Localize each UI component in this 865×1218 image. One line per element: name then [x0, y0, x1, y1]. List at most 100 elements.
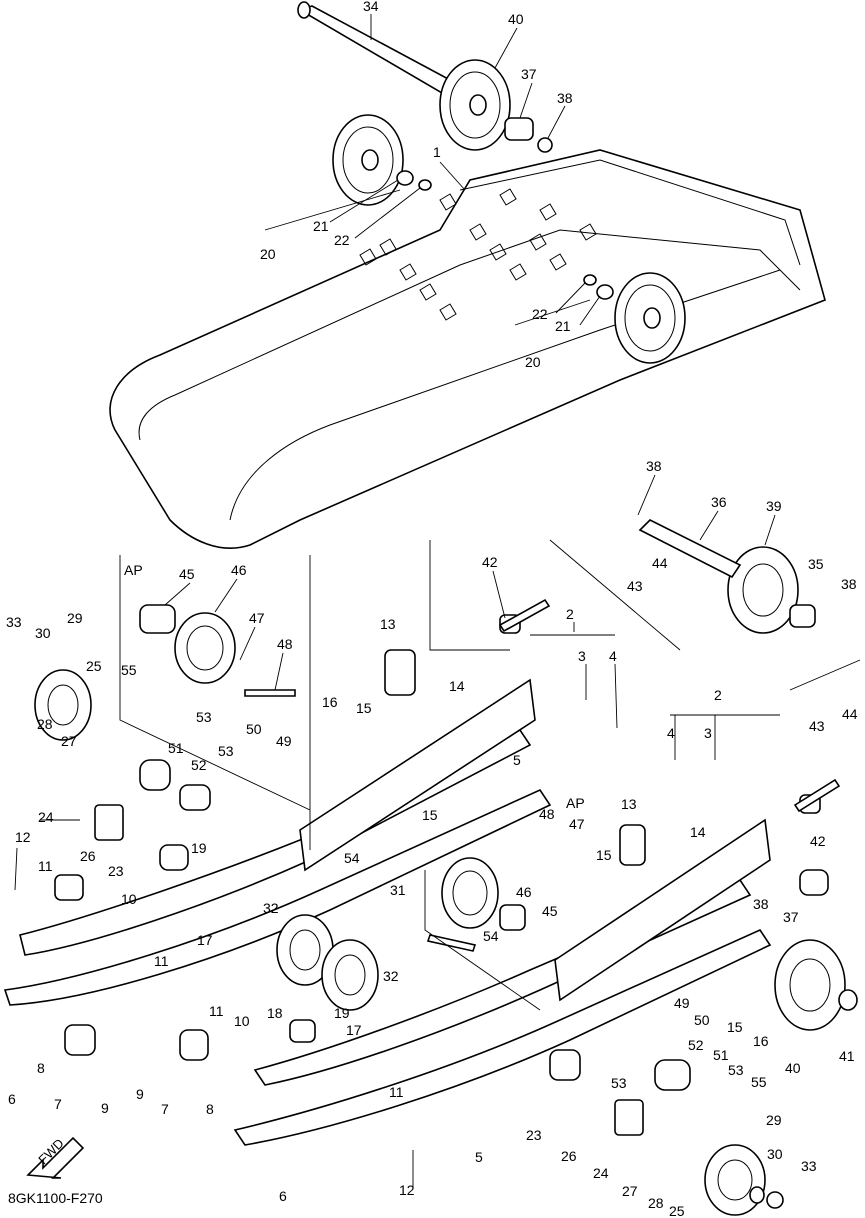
callout-38a: 38	[557, 90, 573, 106]
diagram-code: 8GK1100-F270	[8, 1190, 103, 1206]
spacer-45-left	[139, 604, 176, 634]
callout-1: 1	[433, 144, 441, 160]
callout-55b: 55	[751, 1074, 767, 1090]
callout-27b: 27	[622, 1183, 638, 1199]
callout-41: 41	[839, 1048, 855, 1064]
callout-4b: 4	[667, 725, 675, 741]
callout-7b: 7	[161, 1101, 169, 1117]
callout-53b: 53	[218, 743, 234, 759]
callout-6a: 6	[8, 1091, 16, 1107]
callout-2b: 2	[714, 687, 722, 703]
callout-29b: 29	[766, 1112, 782, 1128]
callout-13a: 13	[380, 616, 396, 632]
callout-53c: 53	[611, 1075, 627, 1091]
callout-37b: 37	[783, 909, 799, 925]
bearing-21-22	[396, 170, 614, 300]
sprocket-upper-left	[332, 114, 404, 206]
callout-20a: 20	[260, 246, 276, 262]
callout-21a: 21	[313, 218, 329, 234]
callout-52a: 52	[191, 757, 207, 773]
callout-22b: 22	[532, 306, 548, 322]
callout-51a: 51	[168, 740, 184, 756]
callout-13b: 13	[621, 796, 637, 812]
callout-25b: 25	[669, 1203, 685, 1218]
small-parts	[54, 598, 841, 1136]
callout-45b: 45	[542, 903, 558, 919]
wheels-18	[276, 914, 379, 1011]
callout-11a: 11	[38, 858, 53, 874]
ap-label-right: AP	[566, 795, 585, 811]
callout-11d: 11	[389, 1084, 404, 1100]
bearing-37	[504, 117, 553, 153]
callout-10b: 10	[234, 1013, 250, 1029]
callout-38b: 38	[646, 458, 662, 474]
callout-32a: 32	[263, 900, 279, 916]
callout-43a: 43	[627, 578, 643, 594]
callout-17b: 17	[346, 1022, 362, 1038]
callout-10a: 10	[121, 891, 137, 907]
callout-8a: 8	[37, 1060, 45, 1076]
callout-42a: 42	[482, 554, 498, 570]
callout-23b: 23	[526, 1127, 542, 1143]
callout-2a: 2	[566, 606, 574, 622]
callout-37a: 37	[521, 66, 537, 82]
callout-21b: 21	[555, 318, 571, 334]
callout-15d: 15	[727, 1019, 743, 1035]
leader-lines	[14, 14, 776, 1188]
ap-label-left: AP	[124, 562, 143, 578]
callout-47a: 47	[249, 610, 265, 626]
callout-30a: 30	[35, 625, 51, 641]
callout-23a: 23	[108, 863, 124, 879]
callout-19b: 19	[334, 1005, 350, 1021]
callout-53d: 53	[728, 1062, 744, 1078]
callout-9b: 9	[136, 1086, 144, 1102]
callout-34: 34	[363, 0, 379, 14]
callout-46b: 46	[516, 884, 532, 900]
callout-4a: 4	[609, 648, 617, 664]
callout-17a: 17	[197, 932, 213, 948]
callout-16b: 16	[753, 1033, 769, 1049]
callout-18: 18	[267, 1005, 283, 1021]
callout-3a: 3	[578, 648, 586, 664]
callout-15c: 15	[596, 847, 612, 863]
callout-36: 36	[711, 494, 727, 510]
callout-44b: 44	[842, 706, 858, 722]
callout-11c: 11	[209, 1003, 224, 1019]
callout-44a: 44	[652, 555, 668, 571]
callout-52b: 52	[688, 1037, 704, 1053]
callout-24a: 24	[38, 809, 54, 825]
wheel-29-left	[34, 669, 92, 741]
callout-5b: 5	[475, 1149, 483, 1165]
callout-25a: 25	[86, 658, 102, 674]
callout-9a: 9	[101, 1100, 109, 1116]
callout-43b: 43	[809, 718, 825, 734]
callout-33b: 33	[801, 1158, 817, 1174]
callout-50a: 50	[246, 721, 262, 737]
sprocket-40-top	[439, 59, 511, 151]
callout-39: 39	[766, 498, 782, 514]
callout-7a: 7	[54, 1096, 62, 1112]
callout-24b: 24	[593, 1165, 609, 1181]
callout-48b: 48	[539, 806, 555, 822]
callout-11b: 11	[154, 953, 169, 969]
callout-28b: 28	[648, 1195, 664, 1211]
callout-33a: 33	[6, 614, 22, 630]
callout-29a: 29	[67, 610, 83, 626]
callout-30b: 30	[767, 1146, 783, 1162]
sprocket-right	[614, 272, 686, 364]
callout-55a: 55	[121, 662, 137, 678]
callout-28a: 28	[37, 716, 53, 732]
callout-26a: 26	[80, 848, 96, 864]
callout-16a: 16	[322, 694, 338, 710]
callout-31: 31	[390, 882, 406, 898]
callout-6b: 6	[279, 1188, 287, 1204]
callout-32b: 32	[383, 968, 399, 984]
callout-22a: 22	[334, 232, 350, 248]
track-belt	[109, 149, 826, 549]
callout-15b: 15	[422, 807, 438, 823]
callout-54b: 54	[483, 928, 499, 944]
callout-27a: 27	[61, 733, 77, 749]
callout-26b: 26	[561, 1148, 577, 1164]
